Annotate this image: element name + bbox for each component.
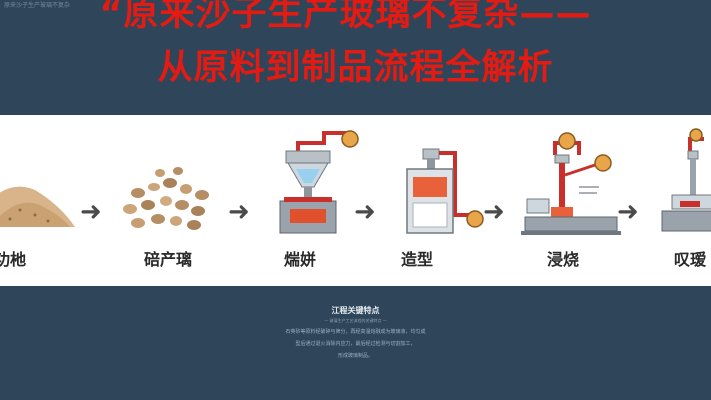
features-line-1: 石英砂等原料经破碎与筛分，再经高温熔融成为玻璃液，均匀成 xyxy=(285,329,426,335)
features-line-2: 型后通过退火消除内应力，最后经过检测与切割加工， xyxy=(295,341,416,347)
stage-1-label: 功杝 xyxy=(0,250,26,269)
flow-arrow-1: ➜ xyxy=(80,197,102,227)
molding-machine-icon xyxy=(406,148,484,234)
sand-pile-icon xyxy=(0,186,75,227)
annealing-machine-icon xyxy=(521,132,621,235)
process-flow-panel: 功杝 ➜ 碚产璃 ➜ xyxy=(0,115,711,286)
stage-6: 叹瑷 xyxy=(650,115,711,286)
flow-arrow-3: ➜ xyxy=(354,197,376,227)
stage-6-label: 叹瑷 xyxy=(673,250,706,269)
page-title-line-1: “原来沙子生产玻璃不复杂—— xyxy=(99,0,592,34)
flow-arrow-2: ➜ xyxy=(228,197,250,227)
stage-5-label: 浸烧 xyxy=(546,250,579,269)
stage-4: 造型 xyxy=(385,115,505,286)
stage-2: 碚产璃 xyxy=(108,115,228,286)
page-title-line-2: 从原料到制品流程全解析 xyxy=(157,48,554,88)
flow-arrow-5: ➜ xyxy=(617,197,639,227)
stage-3-label: 煓姘 xyxy=(283,250,316,269)
pebbles-icon xyxy=(123,167,209,230)
stage-4-label: 造型 xyxy=(400,250,433,269)
stage-5: 浸烧 xyxy=(515,115,635,286)
features-subtitle: — 玻璃生产工艺流程的关键特点 — xyxy=(324,318,387,323)
features-title: 江程关键特点 xyxy=(331,306,380,315)
stage-1: 功杝 xyxy=(0,115,80,286)
furnace-hopper-icon xyxy=(279,130,359,234)
features-section: 江程关键特点 — 玻璃生产工艺流程的关键特点 — 石英砂等原料经破碎与筛分，再经… xyxy=(0,286,711,400)
stage-3: 煓姘 xyxy=(258,115,378,286)
stage-2-label: 碚产璃 xyxy=(143,250,192,269)
features-line-3: 形成玻璃制品。 xyxy=(337,353,373,359)
corner-caption: 原来沙子生产玻璃不复杂 xyxy=(4,2,71,9)
finishing-machine-icon xyxy=(661,128,711,232)
flow-arrow-4: ➜ xyxy=(483,197,505,227)
